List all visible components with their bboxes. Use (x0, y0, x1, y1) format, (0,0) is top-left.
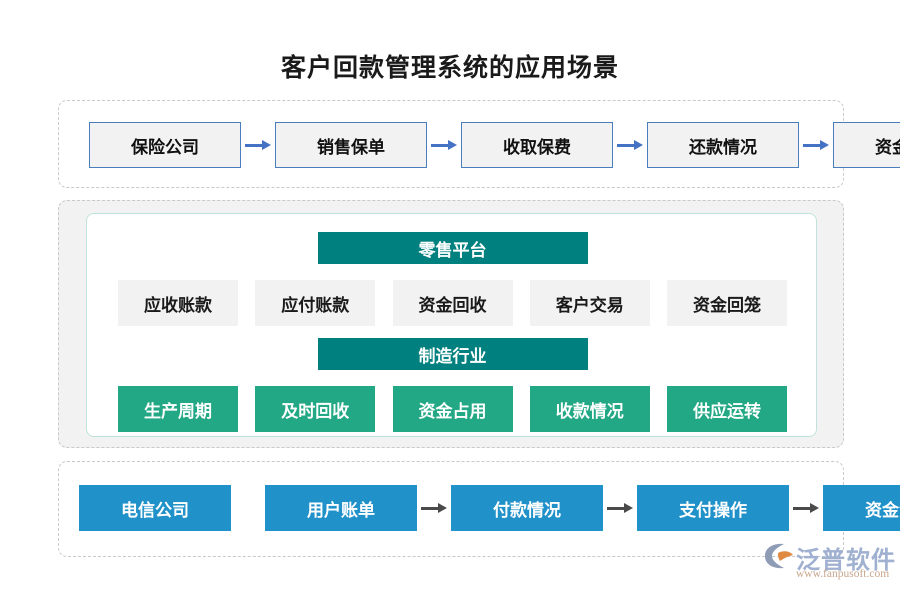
flow-box-payment-operation[interactable]: 支付操作 (637, 485, 789, 531)
flow-box-telecom-company[interactable]: 电信公司 (79, 485, 231, 531)
retail-tile-row: 应收账款 应付账款 资金回收 客户交易 资金回笼 (87, 280, 818, 326)
brand-logo-icon (765, 543, 793, 569)
arrow-right-icon (427, 139, 461, 151)
flow-box-repayment-status[interactable]: 还款情况 (647, 122, 799, 168)
flow-box-fund-flow[interactable]: 资金流动 (823, 485, 900, 531)
brand-logo: 泛普软件 www.fanpusoft.com (762, 540, 896, 586)
page-title: 客户回款管理系统的应用场景 (280, 54, 619, 82)
insurance-flow-row: 保险公司 销售保单 收取保费 还款情况 资金交易 (89, 122, 900, 168)
flow-box-collect-premium[interactable]: 收取保费 (461, 122, 613, 168)
arrow-right-icon (417, 502, 451, 514)
brand-logo-name: 泛普软件 (796, 547, 896, 574)
flow-box-sell-policy[interactable]: 销售保单 (275, 122, 427, 168)
flow-box-payment-status[interactable]: 付款情况 (451, 485, 603, 531)
manufacturing-tile-row: 生产周期 及时回收 资金占用 收款情况 供应运转 (87, 386, 818, 432)
arrow-right-icon (799, 139, 833, 151)
arrow-right-icon (613, 139, 647, 151)
tile-fund-return[interactable]: 资金回笼 (667, 280, 787, 326)
tile-customer-transaction[interactable]: 客户交易 (529, 280, 650, 326)
industry-inner-card: 零售平台 应收账款 应付账款 资金回收 客户交易 资金回笼 制造行业 生产周期 … (86, 213, 817, 437)
group-header-retail: 零售平台 (317, 232, 588, 264)
tile-production-cycle[interactable]: 生产周期 (118, 386, 238, 432)
telecom-flow-row: 电信公司 用户账单 付款情况 支付操作 资金流动 (79, 485, 900, 531)
section-industry: 零售平台 应收账款 应付账款 资金回收 客户交易 资金回笼 制造行业 生产周期 … (58, 200, 844, 498)
section-insurance: 保险公司 销售保单 收取保费 还款情况 资金交易 (58, 100, 900, 188)
arrow-right-icon (603, 502, 637, 514)
tile-capital-occupation[interactable]: 资金占用 (392, 386, 513, 432)
arrow-right-icon (241, 139, 275, 151)
brand-logo-url: www.fanpusoft.com (796, 568, 890, 580)
flow-box-user-bill[interactable]: 用户账单 (265, 485, 417, 531)
tile-fund-recovery[interactable]: 资金回收 (392, 280, 513, 326)
group-header-manufacturing: 制造行业 (317, 338, 588, 370)
tile-collection-status[interactable]: 收款情况 (529, 386, 650, 432)
group-retail-platform: 零售平台 应收账款 应付账款 资金回收 客户交易 资金回笼 (87, 232, 818, 326)
tile-accounts-receivable[interactable]: 应收账款 (118, 280, 238, 326)
tile-supply-operation[interactable]: 供应运转 (667, 386, 787, 432)
tile-timely-recovery[interactable]: 及时回收 (255, 386, 376, 432)
flow-box-insurance-company[interactable]: 保险公司 (89, 122, 241, 168)
flow-box-fund-transaction[interactable]: 资金交易 (833, 122, 900, 168)
group-manufacturing-industry: 制造行业 生产周期 及时回收 资金占用 收款情况 供应运转 (87, 338, 818, 432)
section-telecom: 电信公司 用户账单 付款情况 支付操作 资金流动 (58, 461, 900, 557)
tile-accounts-payable[interactable]: 应付账款 (255, 280, 376, 326)
arrow-right-icon (789, 502, 823, 514)
